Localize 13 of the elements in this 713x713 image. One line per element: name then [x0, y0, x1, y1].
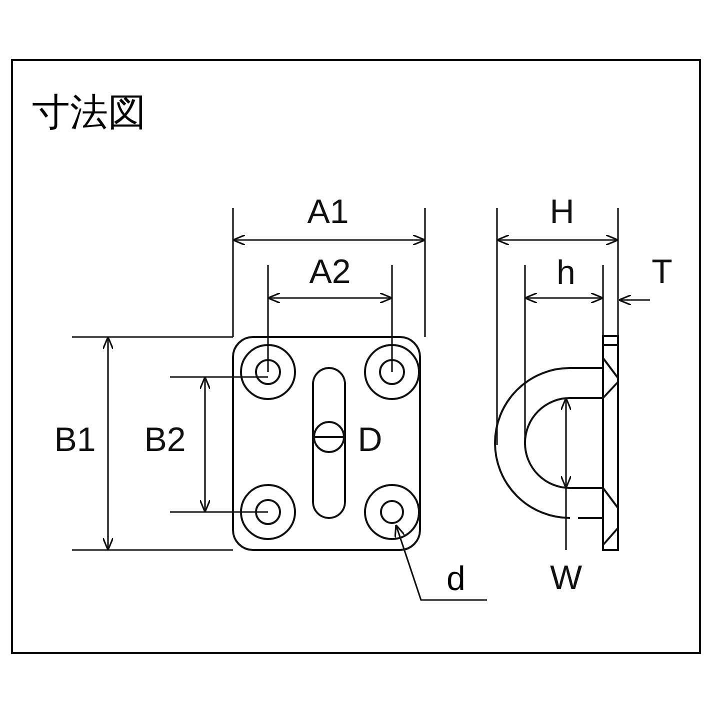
dimension-label: H [550, 194, 574, 230]
dimension-label: T [652, 254, 672, 290]
dimension-label: A2 [309, 254, 351, 290]
leader-line [394, 524, 487, 601]
mounting-hole [380, 500, 404, 524]
dimension-label: A1 [307, 194, 349, 230]
dimension-label: h [556, 255, 576, 291]
dimension-label: D [358, 422, 382, 458]
dimension-label: W [550, 560, 582, 596]
dimension-label: B1 [54, 422, 96, 458]
title: 寸法図 [32, 90, 146, 134]
part-label: d [438, 560, 474, 598]
dimension-label: B2 [144, 422, 186, 458]
